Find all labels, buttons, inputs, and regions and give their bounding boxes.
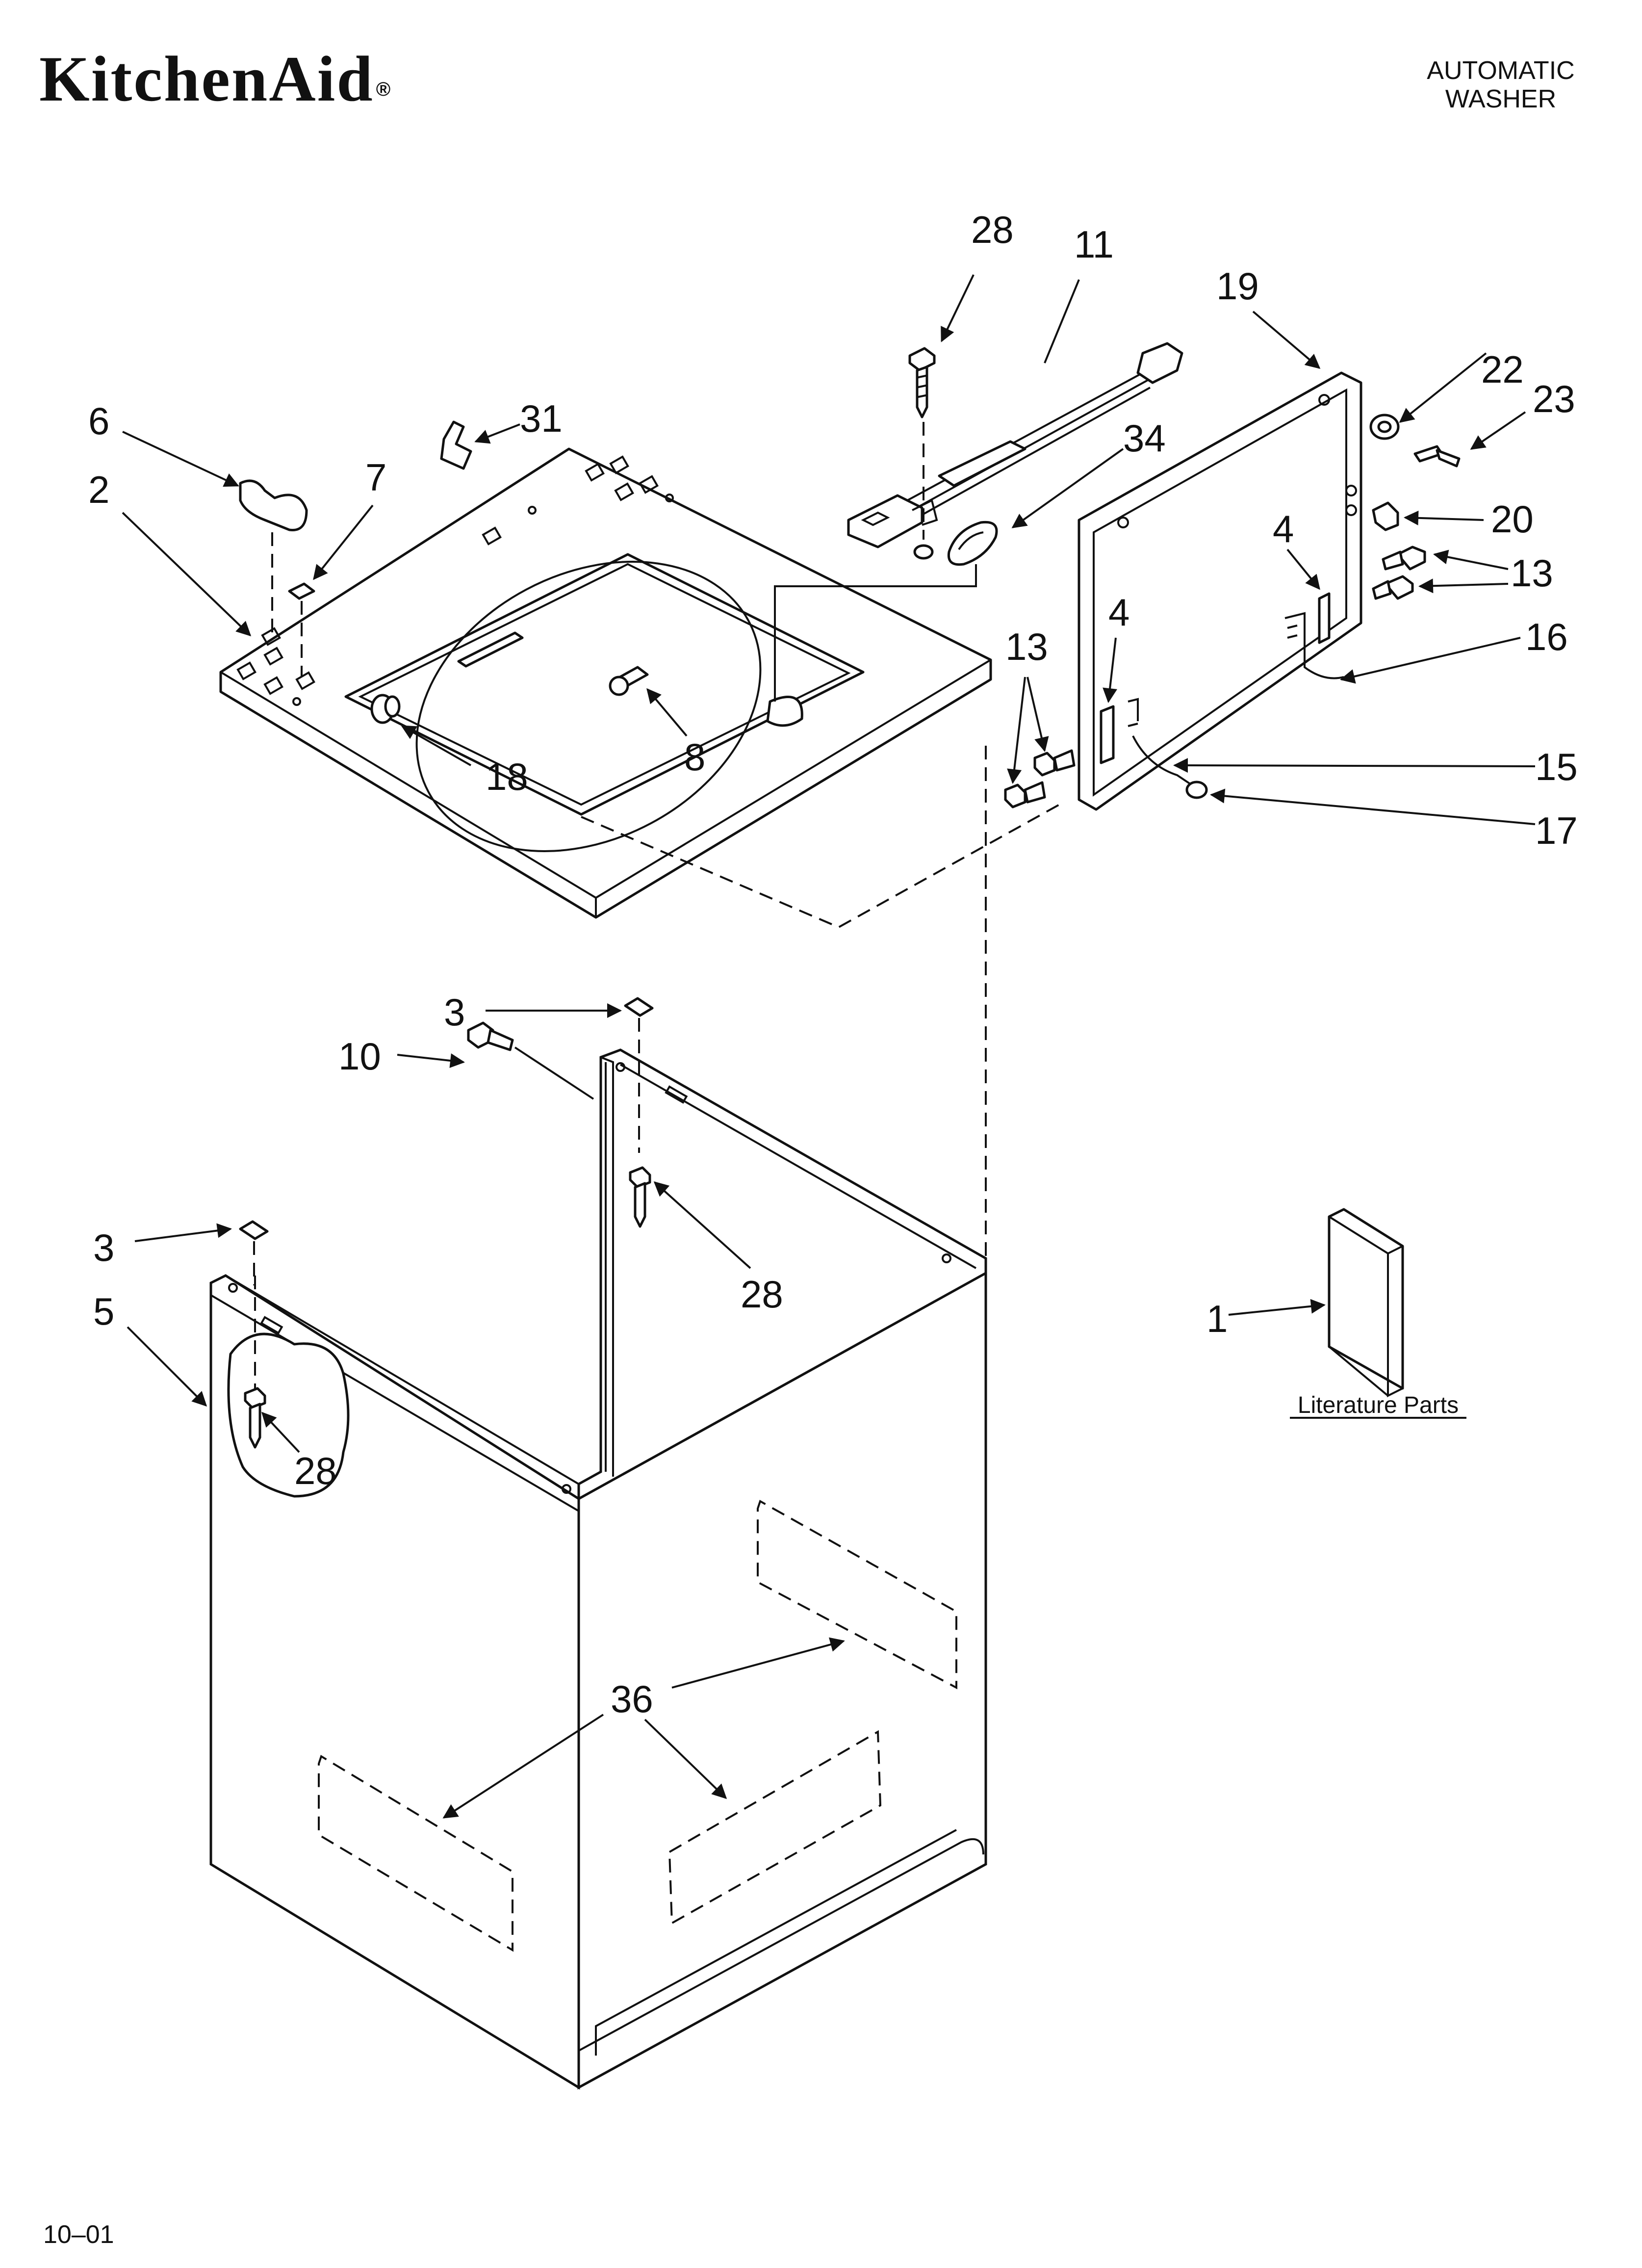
callout-16: 16: [1525, 615, 1568, 658]
part-22-washer: [1369, 414, 1400, 440]
callout-18: 18: [486, 755, 528, 798]
tub-rim: [415, 561, 762, 852]
callout-3-left: 3: [93, 1226, 114, 1269]
callout-1: 1: [1206, 1297, 1228, 1340]
part-20-bracket: [1372, 501, 1399, 531]
callout-4-lower: 4: [1108, 591, 1129, 634]
part-28-screw-top: [908, 347, 936, 418]
callout-17: 17: [1535, 809, 1578, 852]
callout-3-top: 3: [444, 991, 465, 1034]
doc-type-line-1: AUTOMATIC: [1427, 56, 1575, 85]
part-36-pad-left: [318, 1754, 513, 1952]
part-1-literature: [1328, 1208, 1404, 1398]
literature-parts-label: Literature Parts: [1298, 1392, 1459, 1418]
callout-20: 20: [1491, 497, 1534, 541]
part-10-screw: [467, 1021, 514, 1051]
document-type: AUTOMATIC WASHER: [1408, 56, 1594, 113]
part-31-clip: [440, 420, 472, 470]
part-19-console-frame: [1078, 371, 1362, 811]
callout-28-cutout: 28: [294, 1449, 337, 1492]
callout-28: 28: [971, 208, 1014, 251]
cabinet-cutaway: [227, 1332, 350, 1498]
part-13-screws-left: [1004, 749, 1076, 808]
callout-19: 19: [1216, 264, 1259, 308]
part-18-spout: [370, 694, 401, 724]
part-28-screw-cutout: [244, 1387, 266, 1449]
part-15-wire: [1132, 735, 1193, 786]
callout-2: 2: [88, 468, 109, 511]
callout-11: 11: [1074, 223, 1114, 266]
callout-5: 5: [93, 1290, 114, 1333]
part-6-hinge: [239, 479, 308, 531]
callout-34: 34: [1123, 417, 1166, 460]
callout-13-left: 13: [1005, 625, 1048, 668]
callout-7: 7: [365, 456, 386, 499]
brand-name: KitchenAid: [39, 43, 374, 115]
lid-switch: [847, 494, 938, 548]
callout-31: 31: [520, 397, 563, 440]
part-36-pad-right: [668, 1730, 882, 1925]
part-17-connector: [1185, 781, 1208, 799]
part-28-screw-center: [629, 1166, 651, 1228]
part-16-wire: [1284, 612, 1344, 679]
part-13-screws-right: [1372, 546, 1426, 600]
part-7-fastener: [288, 582, 315, 600]
registered-mark: ®: [376, 78, 392, 100]
callout-8: 8: [684, 735, 705, 779]
callout-36: 36: [611, 1677, 653, 1721]
part-36-pad-upper: [757, 1500, 957, 1690]
part-5-cabinet: [209, 1048, 987, 2090]
callout-4-upper: 4: [1273, 507, 1294, 550]
callout-labels: 28 11 19 22 23 31 34 6 2 7 20 4 13 13 4 …: [88, 208, 1578, 1721]
lid-opening: [344, 553, 865, 816]
callout-13-right: 13: [1511, 551, 1553, 595]
part-8-screw: [609, 666, 649, 696]
callout-23: 23: [1533, 377, 1575, 420]
callout-10: 10: [338, 1035, 381, 1078]
part-3-clip-top: [624, 997, 654, 1017]
part-23-pin: [1413, 445, 1461, 468]
brand-logo: KitchenAid®: [39, 47, 392, 111]
part-34-grommet: [947, 521, 998, 566]
callout-6: 6: [88, 399, 109, 443]
part-4-bracket-upper: [1318, 592, 1331, 644]
callout-15: 15: [1535, 745, 1578, 788]
part-11-harness: [907, 342, 1183, 519]
leader-lines: [122, 274, 1536, 1819]
callout-22: 22: [1481, 348, 1524, 391]
callout-28-center: 28: [741, 1273, 783, 1316]
part-4-bracket-lower: [1100, 698, 1139, 764]
part-3-clip-left: [239, 1220, 269, 1240]
top-panel-assembly: [219, 447, 992, 919]
doc-type-line-2: WASHER: [1445, 85, 1557, 113]
footer-date-code: 10–01: [43, 2220, 114, 2249]
